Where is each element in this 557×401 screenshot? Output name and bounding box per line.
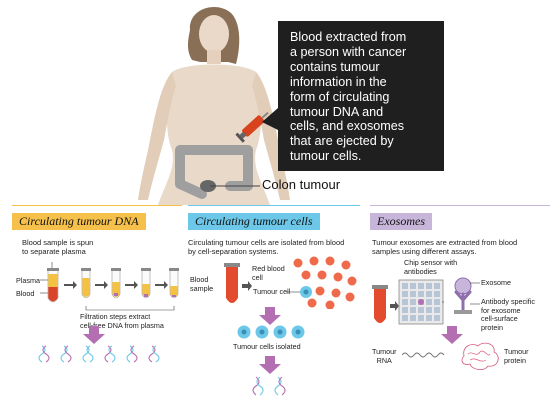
- cell-free-dna-strands: [38, 345, 160, 363]
- exosomes-panel-desc: Tumour exosomes are extracted from blood…: [372, 238, 518, 256]
- callout-text: Blood extracted from a person with cance…: [290, 30, 407, 164]
- blood-sample-tube: [224, 263, 252, 303]
- dna-panel-title: Circulating tumour DNA: [12, 213, 146, 230]
- exosome-label: Exosome: [481, 278, 511, 287]
- dna-down-arrow: [83, 326, 105, 344]
- divider-exosomes: [370, 205, 550, 206]
- woman-figure: [138, 7, 290, 205]
- cells-dna-strands: [252, 376, 286, 396]
- info-callout: Blood extracted from a person with cance…: [278, 21, 444, 171]
- cells-panel-title: Circulating tumour cells: [188, 213, 320, 230]
- divider-dna: [12, 205, 182, 206]
- filtration-label: Filtration steps extract cell-free DNA f…: [80, 312, 164, 330]
- tumour-rna-strand: [402, 352, 445, 358]
- isolated-tumour-cells: [237, 325, 305, 339]
- exosomes-down-arrow: [441, 326, 463, 344]
- exosome-tube: [372, 285, 399, 323]
- blood-cells-cluster: [286, 256, 357, 309]
- dna-panel-desc: Blood sample is spun to separate plasma: [22, 238, 94, 256]
- dna-tubes-diagram: [40, 262, 179, 311]
- colon-tumour-label: Colon tumour: [262, 177, 341, 192]
- tumour-protein-label: Tumour protein: [504, 347, 529, 365]
- syringe-icon: [235, 111, 269, 143]
- tumour-cell-label: Tumour cell: [253, 287, 291, 296]
- chip-sensor-label: Chip sensor with antibodies: [404, 258, 458, 276]
- tumour-rna-label: Tumour RNA: [372, 347, 397, 365]
- antibody-label: Antibody specific for exosome cell-surfa…: [481, 297, 535, 332]
- chip-sensor-grid: [398, 279, 444, 325]
- exosome-pointers: [470, 282, 480, 305]
- blood-label: Blood: [16, 289, 35, 298]
- tumour-protein-blob: [461, 342, 499, 370]
- exosomes-panel-title: Exosomes: [370, 213, 432, 230]
- cells-panel-desc: Circulating tumour cells are isolated fr…: [188, 238, 345, 256]
- cells-down-arrow-2: [259, 356, 281, 374]
- tumour-cells-isolated-label: Tumour cells isolated: [233, 342, 301, 351]
- red-blood-cell-label: Red blood cell: [252, 264, 285, 282]
- cells-down-arrow-1: [259, 307, 281, 325]
- exosome-antibody-diagram: [454, 277, 472, 314]
- blood-sample-label: Blood sample: [190, 275, 214, 293]
- colon-tumour-pointer: [210, 185, 260, 187]
- divider-cells: [188, 205, 360, 206]
- plasma-label: Plasma: [16, 276, 40, 285]
- callout-pointer: [262, 108, 278, 130]
